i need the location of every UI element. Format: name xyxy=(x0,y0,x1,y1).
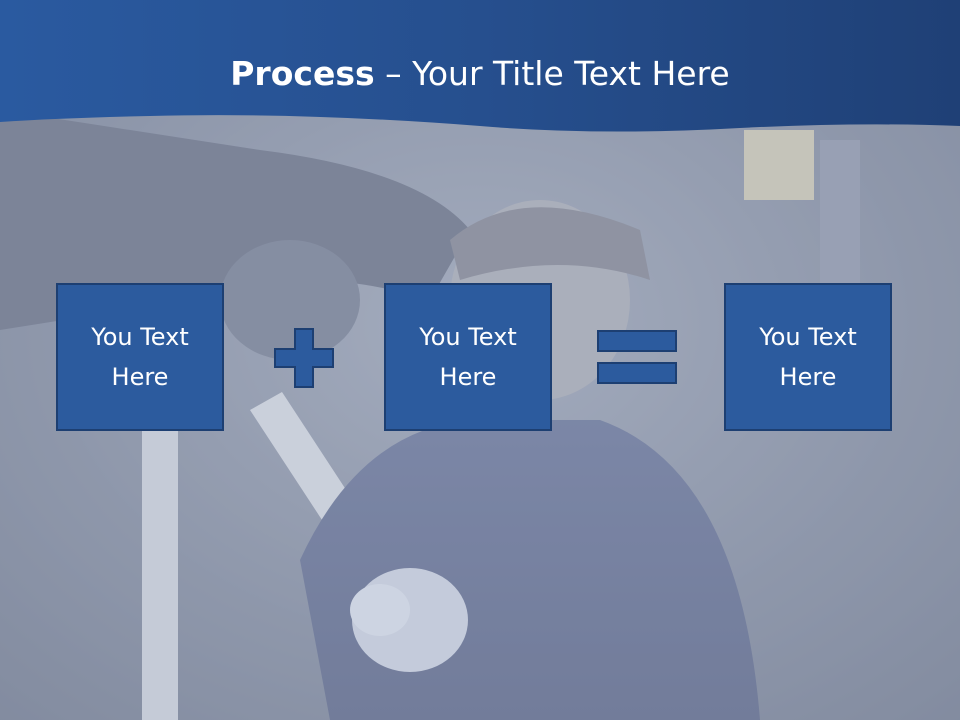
process-box-1[interactable]: You Text Here xyxy=(56,283,224,431)
process-box-2-label: You Text Here xyxy=(419,323,517,391)
process-box-1-label: You Text Here xyxy=(91,323,189,391)
process-box-3-label: You Text Here xyxy=(759,323,857,391)
equals-icon xyxy=(597,330,677,384)
title-rest: – Your Title Text Here xyxy=(374,54,730,93)
process-box-2[interactable]: You Text Here xyxy=(384,283,552,431)
slide-title: Process – Your Title Text Here xyxy=(0,52,960,96)
title-bold: Process xyxy=(230,54,375,93)
plus-icon xyxy=(274,328,334,388)
header-band xyxy=(0,0,960,132)
process-box-3[interactable]: You Text Here xyxy=(724,283,892,431)
